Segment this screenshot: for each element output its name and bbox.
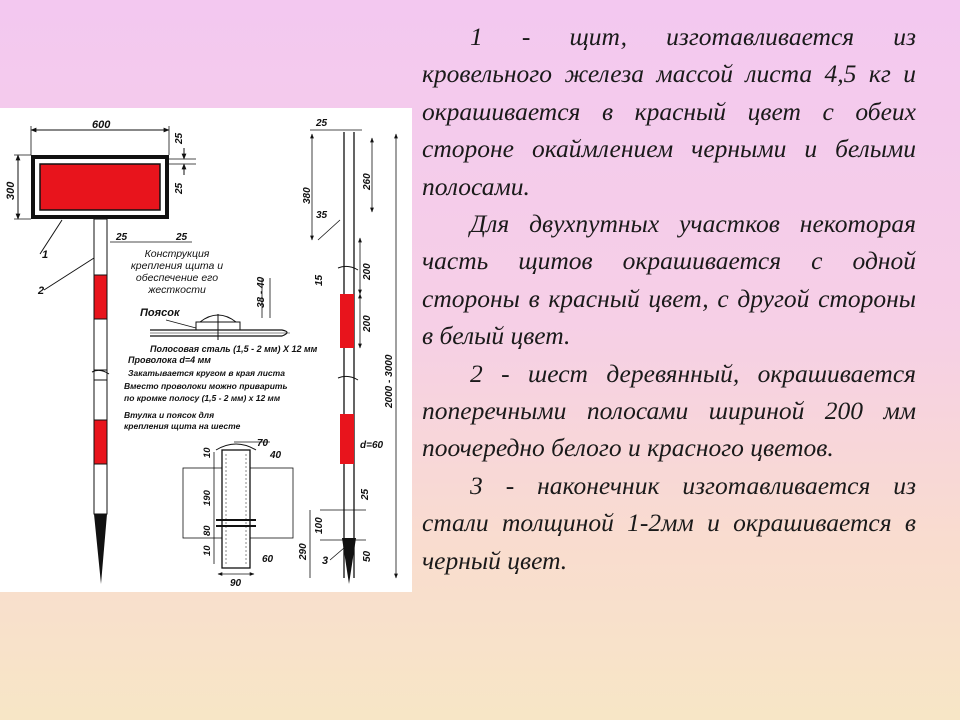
note-sleeve: Втулка и поясок для крепления щита на ше… <box>124 410 241 431</box>
paragraph-tip: 3 - наконечник изготавливается из стали … <box>422 470 916 575</box>
sleeve-detail: 70 40 10 190 80 10 60 90 <box>182 438 294 589</box>
dim-right-25: 25 <box>175 232 188 243</box>
construction-notes: Конструкция крепления щита и обеспечение… <box>124 248 318 431</box>
dim-290: 290 <box>298 543 309 561</box>
dim-260: 260 <box>362 173 373 191</box>
dim-200a: 200 <box>362 263 373 281</box>
paragraph-pole: 2 - шест деревянный, окрашивается попере… <box>422 358 916 463</box>
pole-side-profile <box>337 132 359 584</box>
dim-total: 2000 - 3000 <box>384 354 395 409</box>
pole-left <box>91 218 110 584</box>
callout-1: 1 <box>42 249 48 261</box>
dim-board-width: 600 <box>92 119 111 131</box>
drawing-svg: 600 300 25 25 25 25 <box>5 118 398 589</box>
dim-edge-a: 25 <box>174 132 185 145</box>
dim-200b: 200 <box>362 315 373 333</box>
note-rolled: Закатывается кругом в края листа <box>128 368 285 378</box>
dim-70: 70 <box>257 438 269 449</box>
dim-190: 190 <box>202 489 213 506</box>
paragraph-double-track: Для двухпутных участков некоторая часть … <box>422 209 916 351</box>
dim-top-25: 25 <box>315 118 328 129</box>
note-belt: Поясок <box>140 307 181 319</box>
paragraph-shield: 1 - щит, изготавливается из кровельного … <box>422 22 916 201</box>
dim-diameter: d=60 <box>360 440 384 451</box>
note-strip: Полосовая сталь (1,5 - 2 мм) Х 12 мм <box>150 344 318 354</box>
dim-100: 100 <box>314 517 325 534</box>
dim-15: 15 <box>314 274 325 286</box>
dim-35: 35 <box>316 210 328 221</box>
technical-drawing: 600 300 25 25 25 25 <box>0 108 412 592</box>
dim-60: 60 <box>262 554 274 565</box>
dim-50: 50 <box>362 550 373 562</box>
dim-edge-b: 25 <box>174 182 185 195</box>
note-wire: Проволока d=4 мм <box>128 355 211 365</box>
dim-90: 90 <box>230 578 242 589</box>
note-construction: Конструкция крепления щита и обеспечение… <box>130 248 224 296</box>
dim-38-40: 38 - 40 <box>256 276 267 308</box>
dim-25-low: 25 <box>360 488 371 501</box>
dim-10a: 10 <box>202 447 213 458</box>
callout-3: 3 <box>322 555 328 567</box>
dim-board-height: 300 <box>5 181 17 200</box>
dim-40: 40 <box>269 450 282 461</box>
dim-380: 380 <box>302 187 313 204</box>
dim-80: 80 <box>202 525 213 536</box>
dim-10b: 10 <box>202 545 213 556</box>
signal-board <box>31 155 169 219</box>
note-instead: Вместо проволоки можно приварить по кром… <box>124 381 288 403</box>
description-text: 1 - щит, изготавливается из кровельного … <box>422 18 916 579</box>
dim-left-25: 25 <box>115 232 128 243</box>
callout-2: 2 <box>37 285 44 297</box>
